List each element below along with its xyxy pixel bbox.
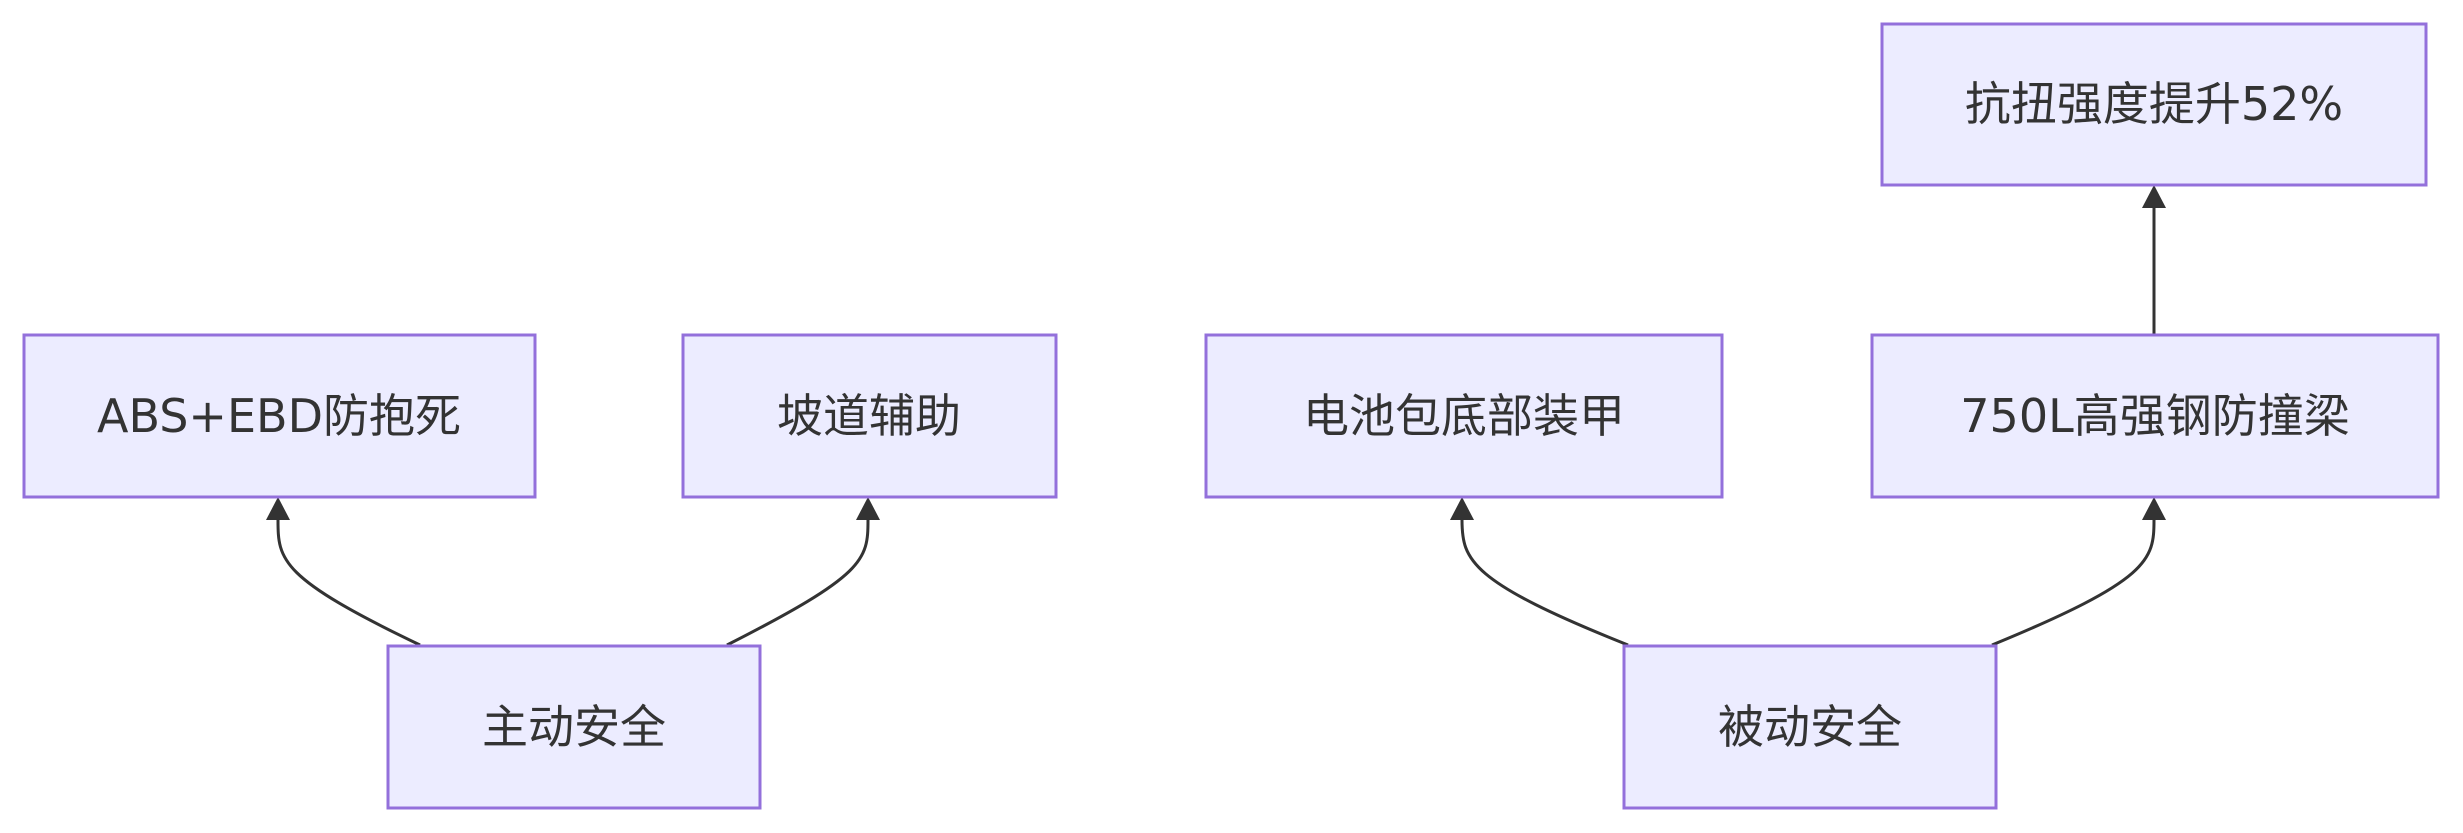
node-hill-assist-label: 坡道辅助 <box>777 389 961 443</box>
edge-active-safety-to-hill-assist <box>726 519 870 647</box>
arrowhead-abs-ebd <box>266 497 290 520</box>
node-active-safety[interactable]: 主动安全 <box>386 644 762 810</box>
arrowhead-crash-beam <box>2142 497 2166 520</box>
node-crash-beam-label: 750L高强钢防撞梁 <box>1960 389 2349 443</box>
node-active-safety-label: 主动安全 <box>482 700 666 754</box>
node-crash-beam[interactable]: 750L高强钢防撞梁 <box>1870 333 2440 499</box>
node-torsion-strength-label: 抗扭强度提升52% <box>1965 77 2343 131</box>
arrowhead-torsion-strength <box>2142 185 2166 208</box>
node-torsion-strength[interactable]: 抗扭强度提升52% <box>1880 22 2428 187</box>
node-hill-assist[interactable]: 坡道辅助 <box>681 333 1058 499</box>
arrowhead-hill-assist <box>856 497 880 520</box>
node-battery-armor-label: 电池包底部装甲 <box>1303 389 1625 443</box>
edge-passive-safety-to-crash-beam <box>1991 519 2156 647</box>
node-battery-armor[interactable]: 电池包底部装甲 <box>1204 333 1724 499</box>
edges <box>266 185 2166 647</box>
node-abs-ebd[interactable]: ABS+EBD防抱死 <box>22 333 537 499</box>
node-passive-safety[interactable]: 被动安全 <box>1622 644 1998 810</box>
arrowhead-battery-armor <box>1450 497 1474 520</box>
node-abs-ebd-label: ABS+EBD防抱死 <box>97 389 461 443</box>
edge-passive-safety-to-battery-armor <box>1460 519 1629 647</box>
node-passive-safety-label: 被动安全 <box>1718 700 1902 754</box>
edge-active-safety-to-abs-ebd <box>276 519 421 647</box>
